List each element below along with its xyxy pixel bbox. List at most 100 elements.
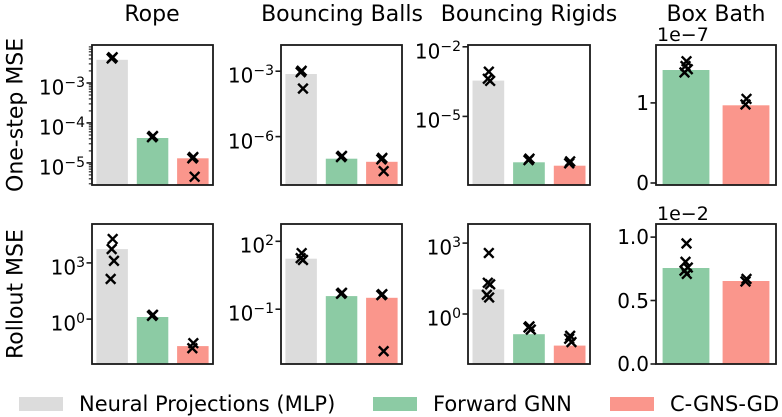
tick-base: 10: [426, 306, 453, 331]
tick-base: 10: [414, 39, 441, 64]
y-tick-label: 102: [164, 229, 274, 258]
bar-forward_gnn: [325, 158, 358, 185]
data-point-x-marker: [484, 75, 496, 87]
tick-exponent: −2: [440, 39, 461, 55]
y-tick-label: 1.0: [539, 225, 649, 249]
data-point-x-marker: [739, 98, 752, 111]
data-point-x-marker: [106, 52, 118, 65]
y-tick-label: 10−3: [164, 59, 274, 88]
y-axis-label-rollout-mse: Rollout MSE: [3, 229, 29, 359]
bar-c_gns_gd: [553, 165, 586, 185]
y-tick-label: 10−5: [351, 104, 461, 133]
data-point-x-marker: [522, 154, 535, 166]
data-point-x-marker: [377, 165, 390, 177]
data-point-x-marker: [565, 336, 578, 348]
data-point-x-marker: [680, 237, 693, 250]
axes-frame: [91, 223, 214, 365]
data-point-x-marker: [295, 66, 307, 78]
bar-forward_gnn: [136, 138, 169, 185]
bar-mlp: [96, 249, 128, 364]
axes-frame: [280, 44, 403, 186]
tick-exponent: −4: [64, 115, 85, 131]
data-point-x-marker: [483, 247, 495, 259]
data-point-x-marker: [186, 152, 198, 164]
y-tick-label: 103: [0, 251, 85, 280]
tick-base: 10: [38, 115, 65, 140]
tick-base: 0.5: [617, 289, 649, 313]
data-point-x-marker: [105, 273, 117, 285]
tick-exponent: −3: [253, 63, 274, 79]
y-tick-label: 0.0: [539, 352, 649, 376]
tick-base: 10: [239, 233, 266, 258]
data-point-x-marker: [678, 66, 691, 79]
data-point-x-marker: [377, 345, 390, 357]
bar-forward_gnn: [513, 334, 545, 364]
tick-base: 1.0: [617, 225, 649, 249]
tick-exponent: −5: [440, 108, 461, 124]
legend-label-mlp: Neural Projections (MLP): [79, 392, 336, 416]
y-tick-label: 10−1: [164, 297, 274, 326]
data-point-x-marker: [297, 254, 309, 266]
bar-forward_gnn: [513, 162, 545, 185]
data-point-x-marker: [525, 323, 537, 336]
bar-c_gns_gd: [177, 158, 209, 185]
tick-base: 10: [227, 301, 254, 326]
tick-exponent: 0: [452, 306, 461, 322]
data-point-x-marker: [483, 291, 495, 304]
data-point-x-marker: [335, 151, 347, 163]
axis-offset-label: 1e−7: [657, 24, 709, 46]
bar-mlp: [285, 258, 317, 364]
legend-swatch-c-gns-gd: [610, 397, 654, 411]
y-tick-label: 10−6: [164, 125, 274, 154]
data-point-x-marker: [484, 278, 496, 290]
axes-frame: [280, 223, 403, 365]
bar-forward_gnn: [325, 296, 358, 364]
bar-forward_gnn: [662, 268, 710, 364]
data-point-x-marker: [681, 268, 693, 280]
legend-swatch-mlp: [19, 397, 63, 411]
data-point-x-marker: [375, 153, 387, 166]
data-point-x-marker: [107, 233, 119, 245]
bar-forward_gnn: [136, 317, 169, 364]
data-point-x-marker: [188, 171, 201, 183]
tick-base: 0: [636, 171, 649, 195]
y-tick-label: 0: [539, 171, 649, 195]
axis-offset-label: 1e−2: [657, 203, 709, 225]
bar-forward_gnn: [662, 70, 710, 185]
bar-mlp: [472, 80, 505, 185]
data-point-x-marker: [375, 289, 387, 301]
axes-frame: [91, 44, 214, 186]
data-point-x-marker: [106, 243, 118, 255]
tick-exponent: 2: [265, 233, 274, 249]
y-tick-label: 103: [351, 231, 461, 260]
bar-c_gns_gd: [722, 105, 770, 185]
tick-exponent: −1: [253, 301, 274, 317]
axes-frame: [655, 223, 777, 365]
y-tick-label: 10−4: [0, 111, 85, 140]
subplot-title-bouncing-rigids: Bouncing Rigids: [440, 2, 618, 27]
data-point-x-marker: [335, 288, 347, 300]
legend-item-mlp: Neural Projections (MLP): [19, 391, 335, 417]
bar-mlp: [472, 289, 505, 364]
data-point-x-marker: [146, 310, 158, 322]
tick-base: 10: [38, 75, 65, 100]
y-tick-label: 0.5: [539, 289, 649, 313]
tick-base: 1: [636, 91, 649, 115]
y-tick-label: 10−2: [351, 35, 461, 64]
y-tick-label: 100: [351, 302, 461, 331]
tick-base: 0.0: [617, 352, 649, 376]
bar-mlp: [285, 74, 317, 185]
axes-frame: [467, 44, 591, 186]
legend-label-forward-gnn: Forward GNN: [433, 392, 572, 416]
subplot-title-rope: Rope: [124, 2, 180, 27]
tick-base: 10: [227, 63, 254, 88]
legend-swatch-forward-gnn: [373, 397, 417, 411]
bar-c_gns_gd: [177, 346, 209, 364]
data-point-x-marker: [297, 82, 309, 95]
tick-base: 10: [50, 311, 77, 336]
subplot-title-bouncing-balls: Bouncing Balls: [261, 2, 423, 27]
bar-c_gns_gd: [722, 281, 770, 364]
axes-frame: [467, 223, 591, 365]
data-point-x-marker: [563, 157, 575, 169]
